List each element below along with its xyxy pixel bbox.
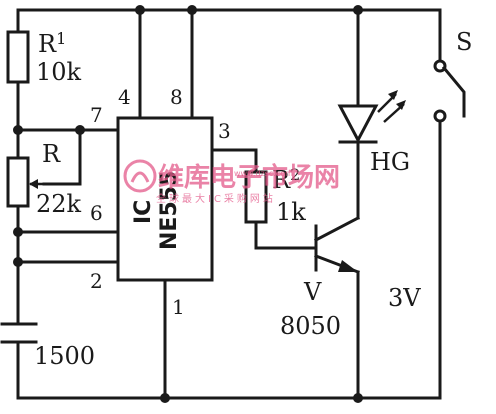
pin-3-label: 3	[218, 119, 231, 143]
junction-dot	[353, 393, 363, 403]
resistor-r2-body	[244, 170, 268, 224]
resistor-r1-body	[6, 30, 30, 84]
emitter-arrowhead	[338, 260, 358, 272]
junction-dot	[13, 227, 23, 237]
resistor-r-body	[6, 156, 30, 208]
junction-dot	[187, 5, 197, 15]
r2-value: 1k	[276, 198, 306, 226]
pin3-wire	[210, 148, 258, 174]
resistor-r2: R2 1k	[244, 165, 306, 226]
watermark-brand: 维库电子市场网	[158, 162, 340, 193]
transistor-name: V	[303, 278, 322, 306]
watermark: 维库电子市场网 全球最大IC采购网站 www.dzsc.com	[123, 159, 340, 205]
r-label: R	[42, 140, 61, 168]
led-name: HG	[370, 148, 410, 176]
ic-ne555: IC NE555	[116, 116, 214, 282]
r1-value: 10k	[36, 58, 82, 86]
transistor-v: V 8050	[280, 215, 361, 340]
wiper-arrowhead	[29, 179, 38, 189]
capacitor-value: 1500	[34, 342, 95, 370]
transistor-collector	[313, 215, 361, 243]
junction-dot	[160, 393, 170, 403]
junctions	[13, 5, 363, 403]
resistor-r1: R1 10k	[6, 29, 82, 86]
led-hg: HG	[337, 90, 410, 176]
junction-dot	[13, 257, 23, 267]
resistor-r: R 22k	[6, 140, 82, 218]
led-arrowhead-1	[388, 90, 398, 100]
led-arrowhead-2	[396, 100, 406, 110]
r2-label: R2	[272, 165, 300, 194]
switch-lever	[441, 65, 466, 118]
pin-1-label: 1	[172, 295, 185, 319]
pin-8-label: 8	[170, 85, 183, 109]
r2-base-wire	[254, 220, 316, 250]
ic-body	[116, 116, 214, 282]
pin-7-label: 7	[90, 103, 103, 127]
watermark-url: www.dzsc.com	[234, 169, 293, 178]
junction-dot	[13, 125, 23, 135]
ic-model: NE555	[157, 171, 182, 250]
transistor-model: 8050	[280, 312, 341, 340]
pin-numbers: 4 8 7 3 6 2 1	[90, 85, 231, 319]
junction-dot	[353, 5, 363, 15]
pin-4-label: 4	[118, 85, 131, 109]
battery-value: 3V	[388, 284, 421, 312]
pin-6-label: 6	[90, 201, 103, 225]
junction-dot	[75, 125, 85, 135]
pin-2-label: 2	[90, 269, 103, 293]
switch-s: S	[433, 28, 472, 123]
r-wiper-wire	[42, 128, 82, 186]
switch-contact-bottom	[433, 109, 447, 123]
switch-name: S	[456, 28, 472, 56]
watermark-logo-mark	[130, 171, 150, 183]
junction-dot	[135, 5, 145, 15]
watermark-tagline: 全球最大IC采购网站	[156, 192, 276, 205]
ic-prefix: IC	[131, 200, 156, 224]
wires	[16, 8, 442, 400]
r1-label: R1	[38, 29, 66, 58]
led-triangle	[337, 104, 379, 144]
capacitor-c: 1500	[0, 322, 95, 370]
watermark-logo-icon	[123, 159, 157, 193]
r-value: 22k	[36, 190, 82, 218]
